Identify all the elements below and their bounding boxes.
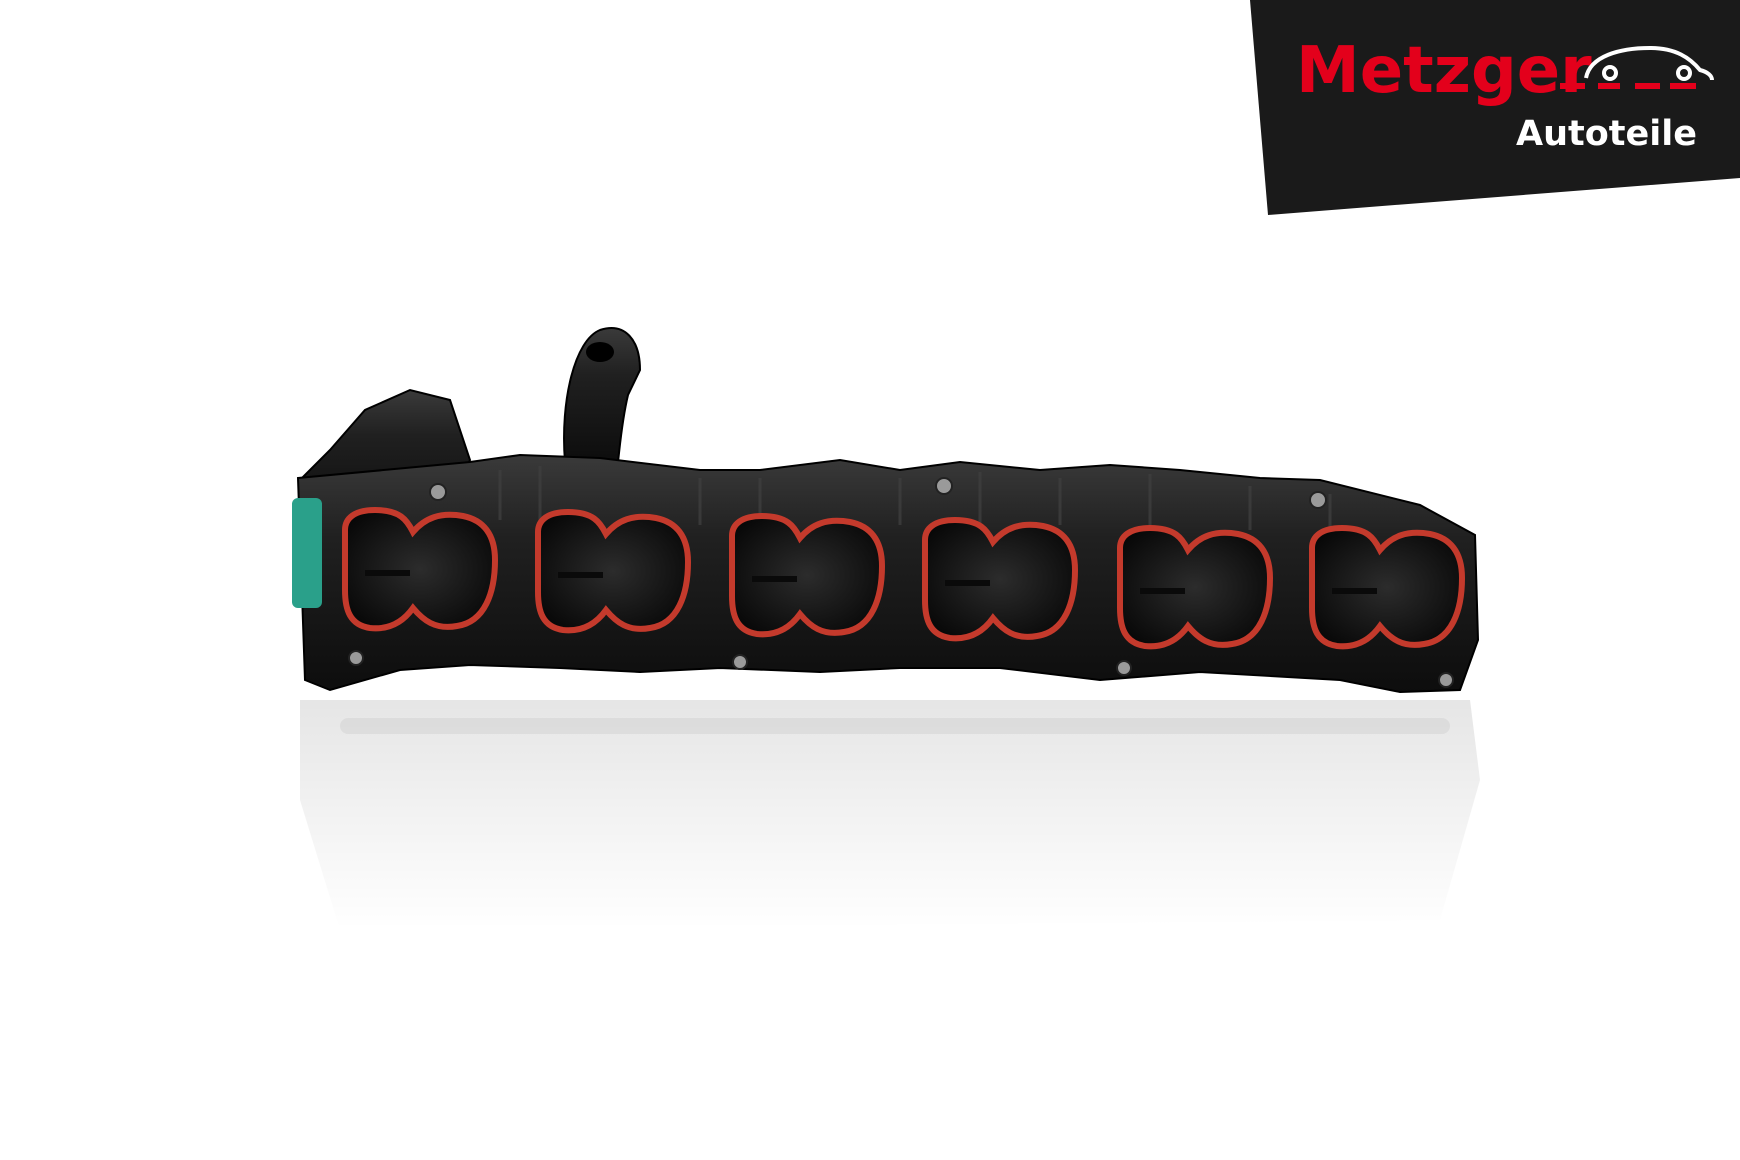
product-reflection [300,700,1480,930]
intake-manifold-image [292,327,1480,694]
brand-name: Metzger [1296,34,1592,108]
brand-logo-panel: Metzger Autoteile [1250,0,1740,215]
connector-clip [292,498,322,608]
car-outline-icon [1584,45,1714,81]
intake-ports [342,506,1466,650]
brand-subtitle: Autoteile [1516,114,1697,154]
